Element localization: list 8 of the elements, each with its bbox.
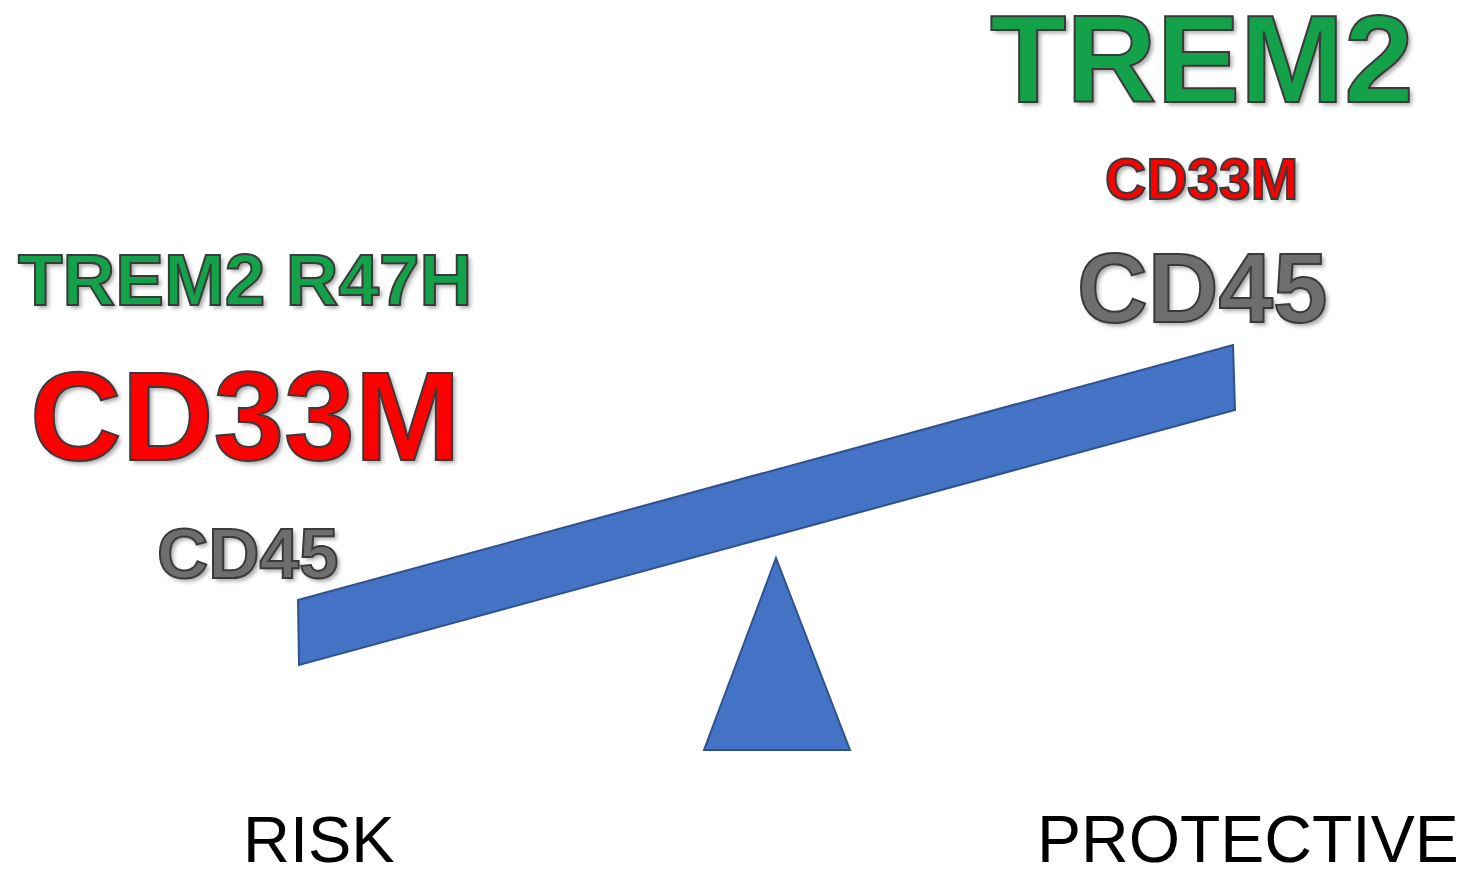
gene-name: CD33M [1105,150,1299,208]
gene-name: TREM2 [990,0,1414,121]
gene-name: CD45 [157,517,339,589]
gene-name: CD33M [30,353,461,481]
gene-name: CD45 [1077,239,1328,338]
gene-name: TREM2 R47H [18,242,473,316]
scale-side-label: RISK [243,806,395,872]
scale-side-label: PROTECTIVE [1037,806,1459,873]
